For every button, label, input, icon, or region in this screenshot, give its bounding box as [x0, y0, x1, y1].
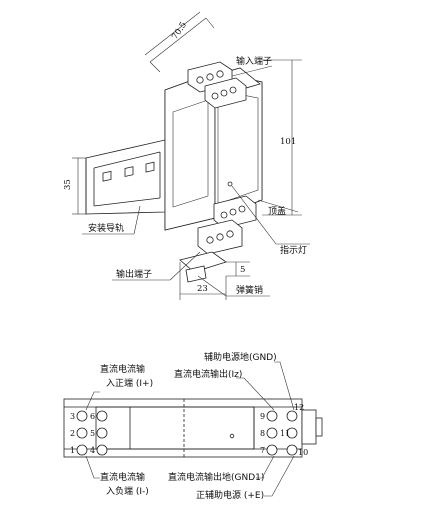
- dimension-bottom: 5 23: [179, 261, 250, 300]
- output-terminal-block: [179, 195, 257, 283]
- terminal-label-12: 12: [294, 403, 304, 412]
- aux-power-ground-label: 辅助电源地(GND): [204, 351, 277, 363]
- terminal-11: [286, 427, 298, 439]
- terminal-6: [96, 410, 108, 422]
- dimension-height-text: 101: [280, 137, 296, 147]
- right-terminals: 9 8 7 12 11 10: [260, 403, 308, 457]
- front-indicator-light: [229, 433, 235, 439]
- dimension-width-text: 70.5: [170, 20, 189, 41]
- indicator-light-label: 指示灯: [280, 244, 307, 256]
- dc-input-neg-label-2: 入负端 (I-): [106, 485, 149, 497]
- terminal-label-4: 4: [90, 446, 95, 455]
- terminal-4: [96, 444, 108, 456]
- input-terminal-label: 输入端子: [236, 55, 272, 67]
- dimension-base-text: 23: [197, 284, 208, 294]
- mount-rail: [85, 139, 179, 215]
- terminal-8: [266, 427, 278, 439]
- terminal-10: [286, 444, 298, 456]
- terminal-label-7: 7: [260, 446, 265, 455]
- dc-output-ground-label: 直流电流输出地(GND1): [168, 471, 264, 483]
- dc-input-pos-label-2: 入正端 (I+): [106, 377, 153, 389]
- isometric-view: 70.5 101 35: [63, 11, 310, 300]
- output-terminal-label: 输出端子: [116, 268, 152, 280]
- dimension-rail: 35: [63, 157, 86, 215]
- dimension-offset-text: 5: [240, 265, 245, 275]
- dimension-rail-text: 35: [63, 179, 73, 190]
- dc-input-neg-label-1: 直流电流输: [100, 471, 145, 483]
- terminal-7: [266, 444, 278, 456]
- front-view: 3 2 1 6 5 4 9 8 7 12 11 10: [63, 351, 323, 501]
- terminal-label-8: 8: [260, 429, 265, 438]
- dimension-width: 70.5: [144, 11, 215, 73]
- terminal-5: [96, 427, 108, 439]
- terminal-2: [76, 427, 88, 439]
- terminal-9: [266, 410, 278, 422]
- dc-current-output-label: 直流电流输出(Iz): [174, 368, 242, 380]
- terminal-label-1: 1: [70, 446, 75, 455]
- terminal-label-6: 6: [90, 412, 95, 421]
- terminal-label-2: 2: [70, 429, 75, 438]
- terminal-1: [76, 444, 88, 456]
- terminal-12: [286, 410, 298, 422]
- terminal-3: [76, 410, 88, 422]
- terminal-label-5: 5: [90, 429, 95, 438]
- input-terminal-block: [187, 61, 247, 109]
- dc-input-pos-label-1: 直流电流输: [100, 363, 145, 375]
- left-terminals: 3 2 1 6 5 4: [70, 410, 108, 456]
- terminal-label-11: 11: [280, 429, 290, 438]
- mount-rail-label: 安装导轨: [88, 222, 124, 234]
- dimension-height: 101: [262, 59, 302, 216]
- aux-power-pos-label: 正辅助电源 (+E): [196, 489, 264, 501]
- indicator-light: [227, 181, 233, 187]
- terminal-label-3: 3: [70, 412, 75, 421]
- spring-pin-label: 弹簧销: [236, 284, 263, 296]
- terminal-label-10: 10: [298, 448, 308, 457]
- terminal-label-9: 9: [260, 412, 265, 421]
- top-cover-label: 顶盖: [268, 205, 286, 217]
